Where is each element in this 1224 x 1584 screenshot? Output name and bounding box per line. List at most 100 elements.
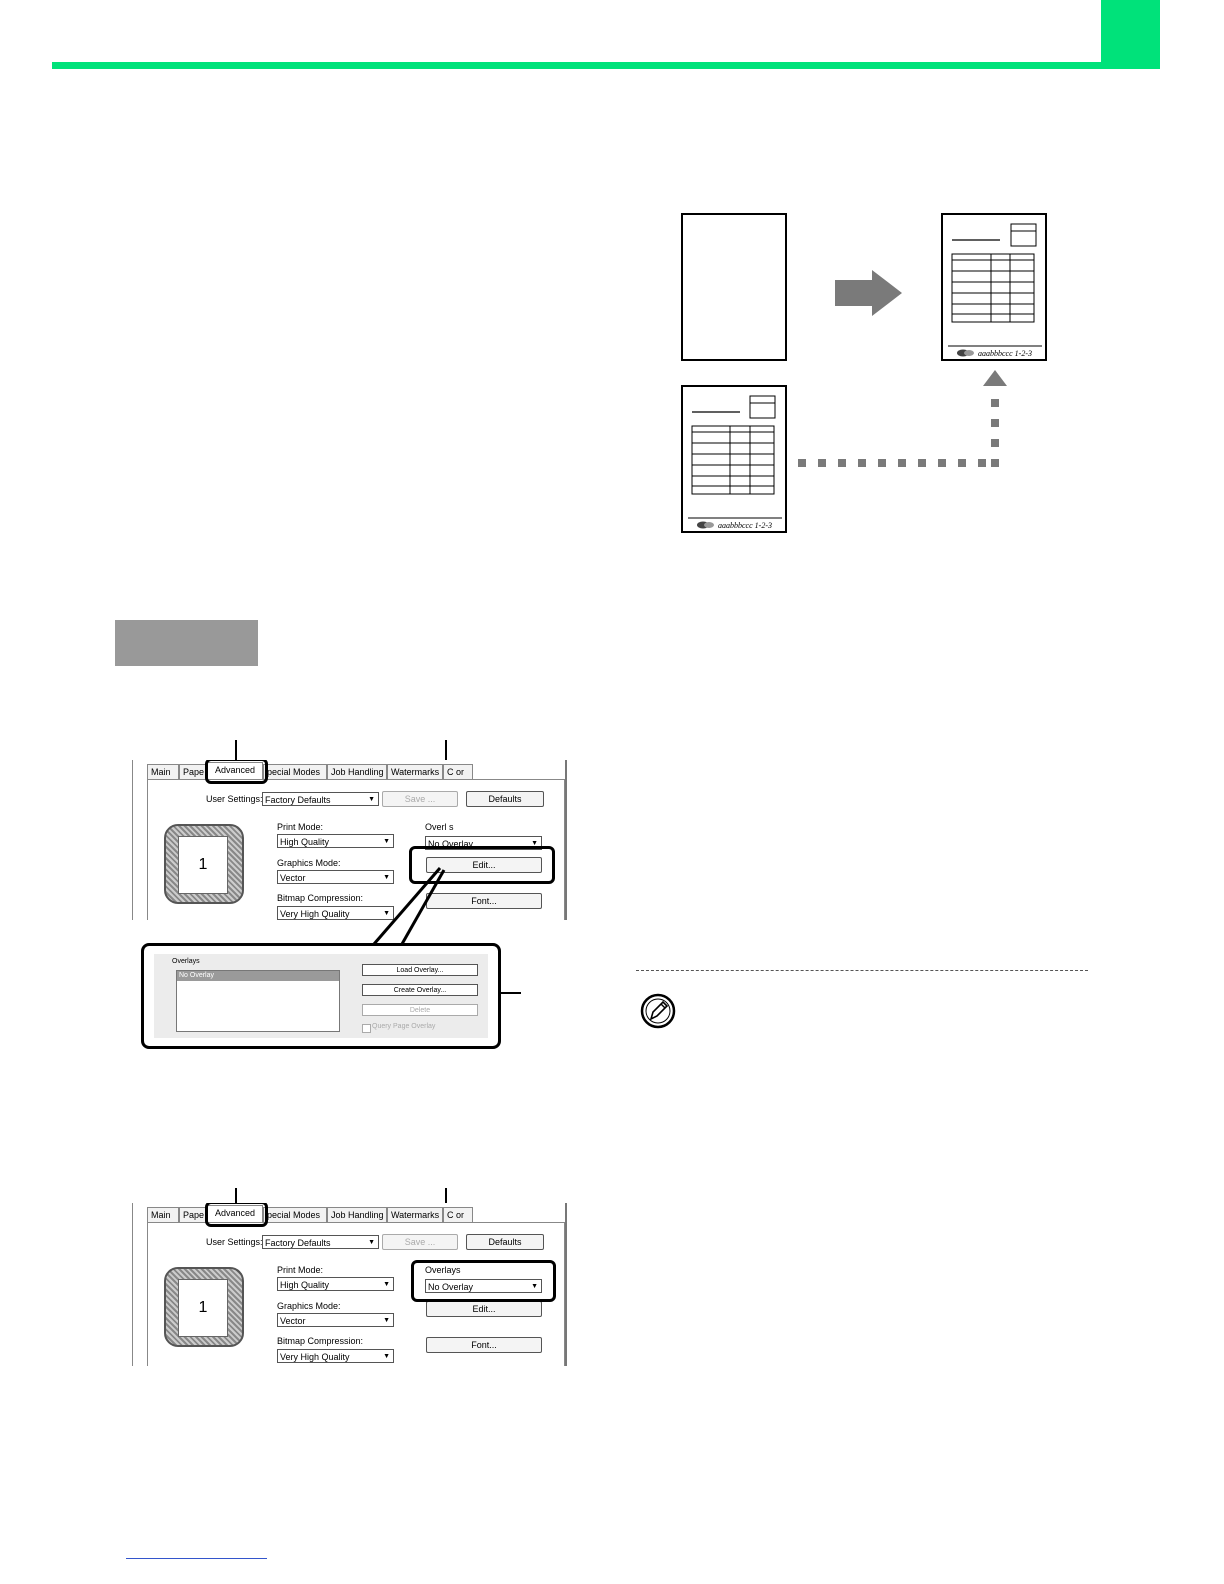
blank-page	[681, 213, 787, 361]
preview-image: 1	[164, 824, 244, 904]
save-button[interactable]: Save ...	[382, 791, 458, 807]
graphics-mode-select[interactable]: Vector ▼	[277, 870, 394, 884]
graphics-mode-value: Vector	[280, 1316, 306, 1326]
overlays-value: No Overlay	[428, 1282, 474, 1292]
footer-link[interactable]	[126, 1558, 267, 1559]
overlay-illustration: aaabbbccc 1-2-3 aaabb	[681, 213, 1047, 533]
graphics-mode-value: Vector	[280, 873, 306, 883]
print-mode-label: Print Mode:	[277, 822, 324, 832]
note-pencil-icon	[640, 993, 676, 1029]
delete-button[interactable]: Delete	[362, 1004, 478, 1016]
header-accent-tab	[1101, 0, 1160, 69]
tab-row: Main Pape Advanced pecial Modes Job Hand…	[147, 762, 473, 780]
graphics-mode-select[interactable]: Vector ▼	[277, 1313, 394, 1327]
pointer-line	[235, 740, 237, 760]
tab-color[interactable]: C or	[443, 764, 473, 779]
overlays-select-callout	[411, 1260, 556, 1302]
tab-main[interactable]: Main	[147, 764, 179, 779]
tab-main[interactable]: Main	[147, 1207, 179, 1222]
chevron-down-icon: ▼	[383, 910, 390, 917]
overlays-value: No Overlay	[428, 839, 474, 849]
create-overlay-button[interactable]: Create Overlay...	[362, 984, 478, 996]
tab-watermarks[interactable]: Watermarks	[387, 764, 443, 779]
preview-page-number: 1	[178, 836, 228, 894]
overlay-edit-panel: Overlays No Overlay Load Overlay... Crea…	[154, 954, 488, 1038]
bitmap-compression-label: Bitmap Compression:	[277, 1336, 364, 1346]
bitmap-compression-value: Very High Quality	[280, 1352, 350, 1362]
overlays-label: Overlays	[425, 1265, 461, 1275]
chevron-down-icon: ▼	[368, 796, 375, 803]
save-button[interactable]: Save ...	[382, 1234, 458, 1250]
printer-dialog-1: Main Pape Advanced pecial Modes Job Hand…	[132, 760, 567, 920]
overlays-group-label: Overlays	[172, 958, 200, 965]
pointer-line	[501, 992, 521, 994]
chevron-down-icon: ▼	[383, 1281, 390, 1288]
user-settings-select[interactable]: Factory Defaults ▼	[262, 792, 379, 806]
zoom-connector	[372, 867, 446, 945]
query-page-overlay-label: Query Page Overlay	[372, 1023, 436, 1030]
result-page: aaabbbccc 1-2-3	[941, 213, 1047, 361]
overlay-list[interactable]: No Overlay	[176, 970, 340, 1032]
load-overlay-button[interactable]: Load Overlay...	[362, 964, 478, 976]
overlays-select[interactable]: No Overlay ▼	[425, 1279, 542, 1293]
tab-color[interactable]: C or	[443, 1207, 473, 1222]
advanced-tab-callout	[205, 1203, 268, 1227]
user-settings-value: Factory Defaults	[265, 795, 331, 805]
bitmap-compression-select[interactable]: Very High Quality ▼	[277, 1349, 394, 1363]
step-header-box	[115, 620, 258, 666]
graphics-mode-label: Graphics Mode:	[277, 1301, 341, 1311]
tab-paper[interactable]: Pape	[179, 764, 207, 779]
header-accent-line	[52, 62, 1160, 69]
edit-button-callout	[409, 846, 555, 884]
bitmap-compression-select[interactable]: Very High Quality ▼	[277, 906, 394, 920]
result-footer-text: aaabbbccc 1-2-3	[978, 349, 1032, 358]
chevron-down-icon: ▼	[368, 1239, 375, 1246]
chevron-down-icon: ▼	[531, 1283, 538, 1290]
pointer-line	[235, 1188, 237, 1204]
defaults-button[interactable]: Defaults	[466, 791, 544, 807]
print-mode-value: High Quality	[280, 1280, 330, 1290]
list-item[interactable]: No Overlay	[177, 971, 339, 981]
bitmap-compression-label: Bitmap Compression:	[277, 893, 364, 903]
user-settings-label: User Settings:	[206, 794, 263, 804]
edit-button[interactable]: Edit...	[426, 857, 542, 873]
chevron-down-icon: ▼	[383, 838, 390, 845]
user-settings-label: User Settings:	[206, 1237, 263, 1247]
font-button[interactable]: Font...	[426, 1337, 542, 1353]
defaults-button[interactable]: Defaults	[466, 1234, 544, 1250]
user-settings-value: Factory Defaults	[265, 1238, 331, 1248]
print-mode-select[interactable]: High Quality ▼	[277, 1277, 394, 1291]
edit-button[interactable]: Edit...	[426, 1301, 542, 1317]
tab-row: Main Pape Advanced pecial Modes Job Hand…	[147, 1205, 473, 1223]
tab-job-handling[interactable]: Job Handling	[327, 1207, 387, 1222]
overlay-footer-text: aaabbbccc 1-2-3	[718, 521, 772, 530]
preview-image: 1	[164, 1267, 244, 1347]
print-mode-select[interactable]: High Quality ▼	[277, 834, 394, 848]
tab-job-handling[interactable]: Job Handling	[327, 764, 387, 779]
overlay-page: aaabbbccc 1-2-3	[681, 385, 787, 533]
overlays-label: Overl s	[425, 822, 454, 832]
print-mode-label: Print Mode:	[277, 1265, 324, 1275]
chevron-down-icon: ▼	[531, 840, 538, 847]
right-arrow-icon	[835, 270, 902, 316]
dotted-arrow-icon	[798, 370, 1007, 467]
tab-watermarks[interactable]: Watermarks	[387, 1207, 443, 1222]
tab-special-modes[interactable]: pecial Modes	[263, 1207, 327, 1222]
advanced-tab-callout	[205, 760, 268, 784]
chevron-down-icon: ▼	[383, 1317, 390, 1324]
query-page-overlay-checkbox[interactable]	[362, 1024, 371, 1033]
tab-paper[interactable]: Pape	[179, 1207, 207, 1222]
graphics-mode-label: Graphics Mode:	[277, 858, 341, 868]
print-mode-value: High Quality	[280, 837, 330, 847]
advanced-panel: User Settings: Factory Defaults ▼ Save ..…	[147, 1222, 565, 1366]
preview-page-number: 1	[178, 1279, 228, 1337]
chevron-down-icon: ▼	[383, 1353, 390, 1360]
bitmap-compression-value: Very High Quality	[280, 909, 350, 919]
note-separator	[636, 970, 1088, 971]
chevron-down-icon: ▼	[383, 874, 390, 881]
user-settings-select[interactable]: Factory Defaults ▼	[262, 1235, 379, 1249]
overlay-edit-zoom: Overlays No Overlay Load Overlay... Crea…	[141, 943, 501, 1049]
tab-special-modes[interactable]: pecial Modes	[263, 764, 327, 779]
printer-dialog-2: Main Pape Advanced pecial Modes Job Hand…	[132, 1203, 567, 1366]
advanced-panel: User Settings: Factory Defaults ▼ Save ..…	[147, 779, 565, 920]
